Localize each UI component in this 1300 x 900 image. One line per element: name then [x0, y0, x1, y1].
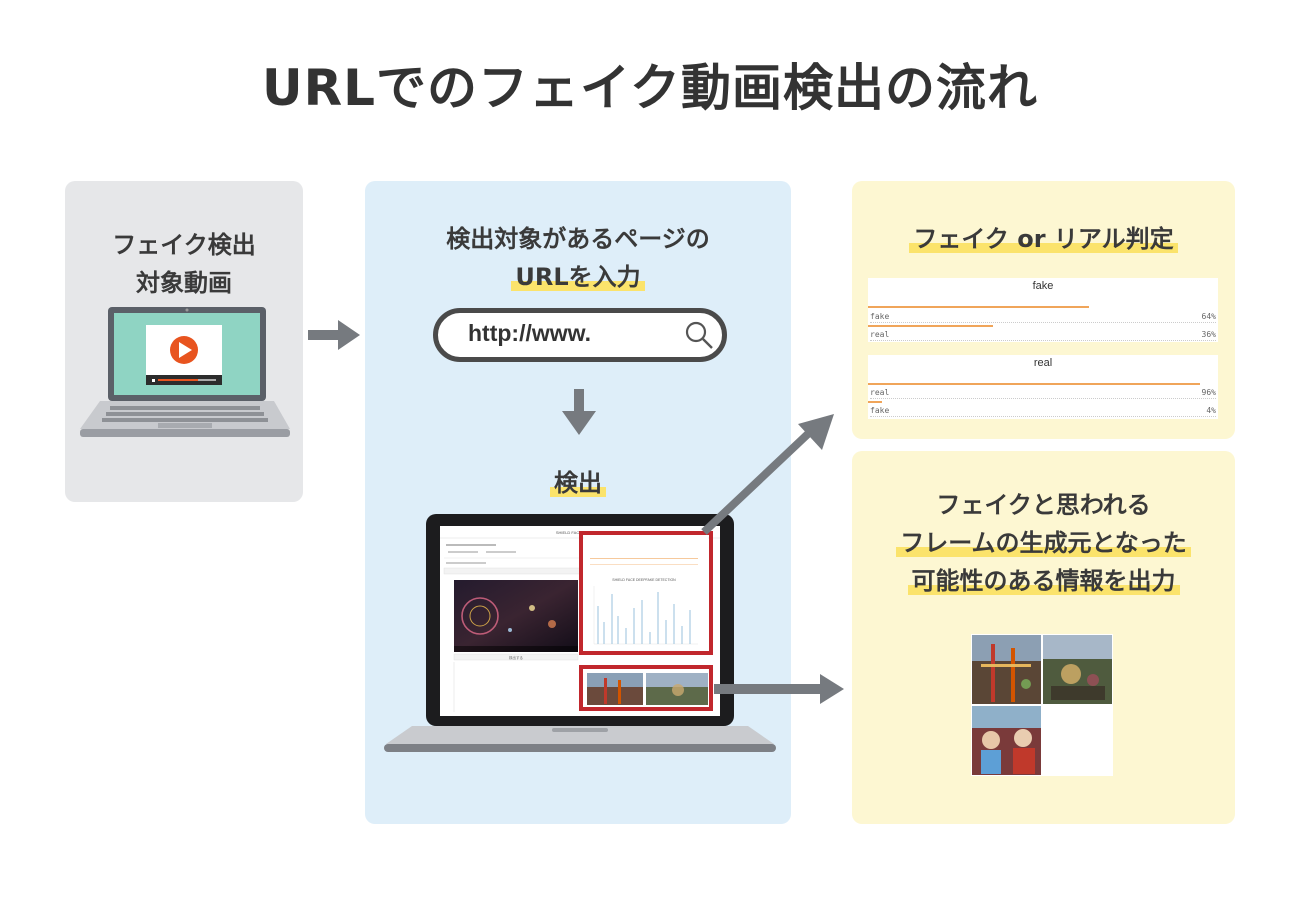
- result-highlight-frame: [579, 531, 713, 655]
- result-row-label: fake: [870, 406, 890, 415]
- result-bar: [868, 306, 1090, 308]
- result-row: fake 4%: [870, 406, 1216, 417]
- result-row-label: real: [870, 388, 890, 397]
- result-row-pct: 4%: [1206, 406, 1216, 415]
- result-card-title: real: [1033, 357, 1053, 369]
- step4-label-line3: 可能性のある情報を出力: [907, 567, 1180, 595]
- step3-label: フェイク or リアル判定: [909, 225, 1178, 253]
- page-title: URLでのフェイク動画検出の流れ: [262, 59, 1038, 117]
- step1-label-line1: フェイク検出: [112, 231, 256, 259]
- search-icon: [685, 321, 713, 349]
- step2-label-line2: URLを入力: [511, 263, 645, 291]
- step2-label: 検出対象があるページの URLを入力: [365, 220, 791, 296]
- result-row-label: real: [870, 330, 890, 339]
- result-card-fake: fake fake 64% real 36%: [868, 278, 1218, 342]
- result-row: real 96%: [870, 388, 1216, 399]
- result-row-pct: 64%: [1201, 312, 1216, 321]
- url-text: http://www.: [468, 320, 592, 346]
- result-row-pct: 96%: [1201, 388, 1216, 397]
- arrow-down-icon: [562, 389, 596, 435]
- step4-label-line2: フレームの生成元となった: [896, 529, 1191, 557]
- detection-laptop: SHIELD FACE DEEPFAKE 検出する SHIELD FACE DE…: [384, 514, 776, 752]
- result-card-real: real real 96% fake 4%: [868, 355, 1218, 419]
- arrow-right-icon: [714, 674, 844, 704]
- step4-label: フェイクと思われる フレームの生成元となった 可能性のある情報を出力: [852, 486, 1235, 600]
- step2-label-line1: 検出対象があるページの: [446, 225, 710, 253]
- result-card-title: fake: [1032, 280, 1054, 292]
- detect-label-wrap: 検出: [365, 464, 791, 502]
- result-bar: [868, 383, 1201, 385]
- source-frames-grid: [971, 634, 1113, 776]
- result-row: real 36%: [870, 330, 1216, 341]
- step4-label-line1: フェイクと思われる: [936, 491, 1151, 519]
- result-bar: [868, 401, 882, 403]
- url-search-bar[interactable]: http://www.: [433, 308, 727, 362]
- laptop-video-icon: [80, 307, 290, 437]
- result-row-label: fake: [870, 312, 890, 321]
- detect-label: 検出: [550, 469, 606, 497]
- screen-detect-button: 検出する: [509, 655, 523, 660]
- step3-label-wrap: フェイク or リアル判定: [852, 220, 1235, 258]
- result-bar: [868, 325, 993, 327]
- arrow-diagonal-icon: [701, 414, 834, 535]
- arrow-right-icon: [308, 320, 360, 350]
- result-row-pct: 36%: [1201, 330, 1216, 339]
- screen-chart-title: SHIELD FACE DEEPFAKE DETECTION: [612, 578, 676, 582]
- frames-highlight-frame: [579, 665, 713, 711]
- step1-label: フェイク検出 対象動画: [65, 226, 303, 302]
- result-row: fake 64%: [870, 312, 1216, 323]
- step1-label-line2: 対象動画: [136, 269, 232, 297]
- source-frame-thumbnails: [972, 635, 1112, 775]
